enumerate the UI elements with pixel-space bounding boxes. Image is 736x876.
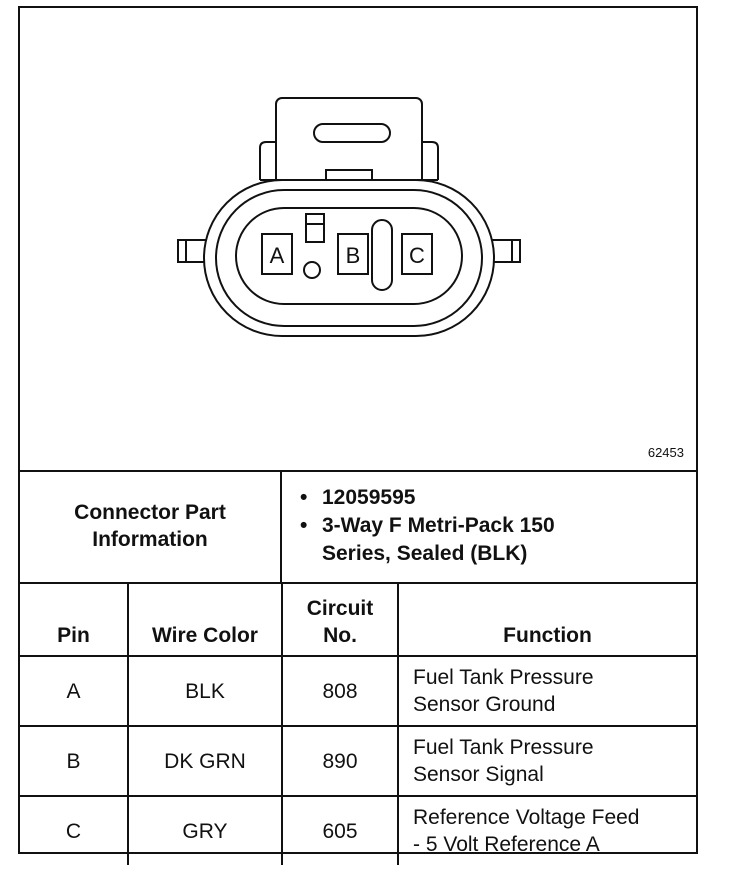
bullet: • [300,486,308,509]
pin-a-cavity [261,233,293,275]
wire-color-cell: DK GRN [127,725,283,797]
connector-sheet: A B C 62453 Connector Part Information •… [18,6,698,865]
part-description-line1: 3-Way F Metri-Pack 150 [322,514,555,537]
connector-face [235,207,463,305]
wire-color-cell: GRY [127,795,283,865]
connector-figure: A B C 62453 [20,8,696,472]
tab-slot [313,123,391,143]
info-label-line2: Information [92,528,208,551]
circuit-cell: 808 [281,655,399,727]
function-cell: Reference Voltage Feed- 5 Volt Reference… [397,795,696,865]
info-label: Connector Part Information [20,470,282,582]
figure-number: 62453 [647,445,684,460]
pin-c-cavity [401,233,433,275]
table-row: C GRY 605 Reference Voltage Feed- 5 Volt… [20,795,696,865]
pin-a-label: A [270,243,285,268]
circuit-cell: 605 [281,795,399,865]
circuit-cell: 890 [281,725,399,797]
connector-face-diagram: A B C [177,97,521,337]
pin-b-label: B [346,243,361,268]
pin-cell: A [20,655,129,727]
function-header: Function [397,582,696,657]
part-info-list: • 12059595 • 3-Way F Metri-Pack 150 Seri… [282,470,696,582]
part-number-item: • 12059595 [300,484,696,512]
bullet: • [300,514,308,537]
pin-cell: C [20,795,129,865]
pin-header: Pin [20,582,129,657]
pin-b-cavity [337,233,369,275]
pin-a-seal [303,261,321,279]
connector-part-info: Connector Part Information • 12059595 • … [20,470,696,584]
part-description-line2: Series, Sealed (BLK) [322,542,528,565]
center-rib [371,219,393,291]
connector-shell [203,179,495,337]
left-shoulder [259,141,276,180]
part-number: 12059595 [322,486,416,509]
wire-color-header: Wire Color [127,582,283,657]
right-shoulder [422,141,439,180]
shell-inner-rim [215,189,483,327]
part-description-item: • 3-Way F Metri-Pack 150 Series, Sealed … [300,512,696,568]
pin-cell: B [20,725,129,797]
info-label-line1: Connector Part [74,501,226,524]
key-post [305,213,325,243]
pin-c-label: C [409,243,425,268]
left-ear [177,239,207,263]
wire-color-cell: BLK [127,655,283,727]
right-ear [491,239,521,263]
